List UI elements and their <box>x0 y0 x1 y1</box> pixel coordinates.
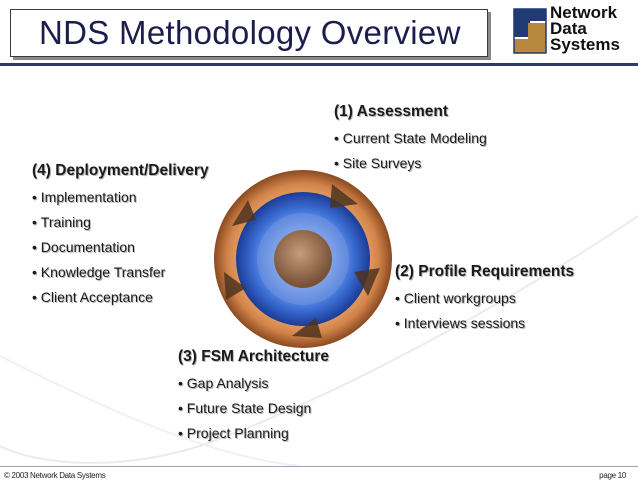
arrow-bottom-icon <box>292 318 322 338</box>
footer-rule <box>0 466 638 467</box>
phase-profile-item: Client workgroups <box>395 290 574 306</box>
title-box: NDS Methodology Overview <box>10 9 488 57</box>
phase-assessment-item: Current State Modeling <box>334 130 487 146</box>
phase-deployment-item: Documentation <box>32 239 209 255</box>
logo-mark-icon <box>512 7 548 55</box>
phase-assessment-heading: (1) Assessment <box>334 103 449 120</box>
phase-architecture: (3) FSM Architecture Gap Analysis Future… <box>178 348 329 450</box>
arrow-left-icon <box>224 272 246 300</box>
methodology-cycle-diagram <box>214 170 392 348</box>
phase-architecture-item: Future State Design <box>178 400 329 416</box>
logo-line-3: Systems <box>550 35 620 54</box>
logo-text: Network Data Systems <box>550 3 620 54</box>
company-logo: Network Data Systems <box>512 3 632 59</box>
phase-deployment-item: Implementation <box>32 189 209 205</box>
phase-architecture-heading: (3) FSM Architecture <box>178 348 330 365</box>
page-number: page 10 <box>599 471 626 480</box>
arrow-top-left-icon <box>232 200 256 226</box>
cycle-arrows <box>224 184 380 338</box>
phase-profile-item: Interviews sessions <box>395 315 574 331</box>
arrow-right-icon <box>354 268 380 296</box>
phase-profile-heading: (2) Profile Requirements <box>395 263 575 280</box>
phase-deployment: (4) Deployment/Delivery Implementation T… <box>32 162 209 314</box>
phase-assessment: (1) Assessment Current State Modeling Si… <box>334 103 487 180</box>
center-core <box>274 230 332 288</box>
logo-line-1: Network <box>550 3 618 22</box>
phase-deployment-heading: (4) Deployment/Delivery <box>32 162 209 179</box>
phase-deployment-item: Training <box>32 214 209 230</box>
logo-line-2: Data <box>550 19 587 38</box>
phase-assessment-item: Site Surveys <box>334 155 487 171</box>
arrow-top-right-icon <box>330 184 358 208</box>
phase-architecture-item: Project Planning <box>178 425 329 441</box>
slide-title: NDS Methodology Overview <box>39 14 461 51</box>
header-rule <box>0 63 638 66</box>
footer-copyright: © 2003 Network Data Systems <box>4 471 106 480</box>
phase-deployment-item: Knowledge Transfer <box>32 264 209 280</box>
phase-deployment-item: Client Acceptance <box>32 289 209 305</box>
phase-profile: (2) Profile Requirements Client workgrou… <box>395 263 574 340</box>
phase-architecture-item: Gap Analysis <box>178 375 329 391</box>
